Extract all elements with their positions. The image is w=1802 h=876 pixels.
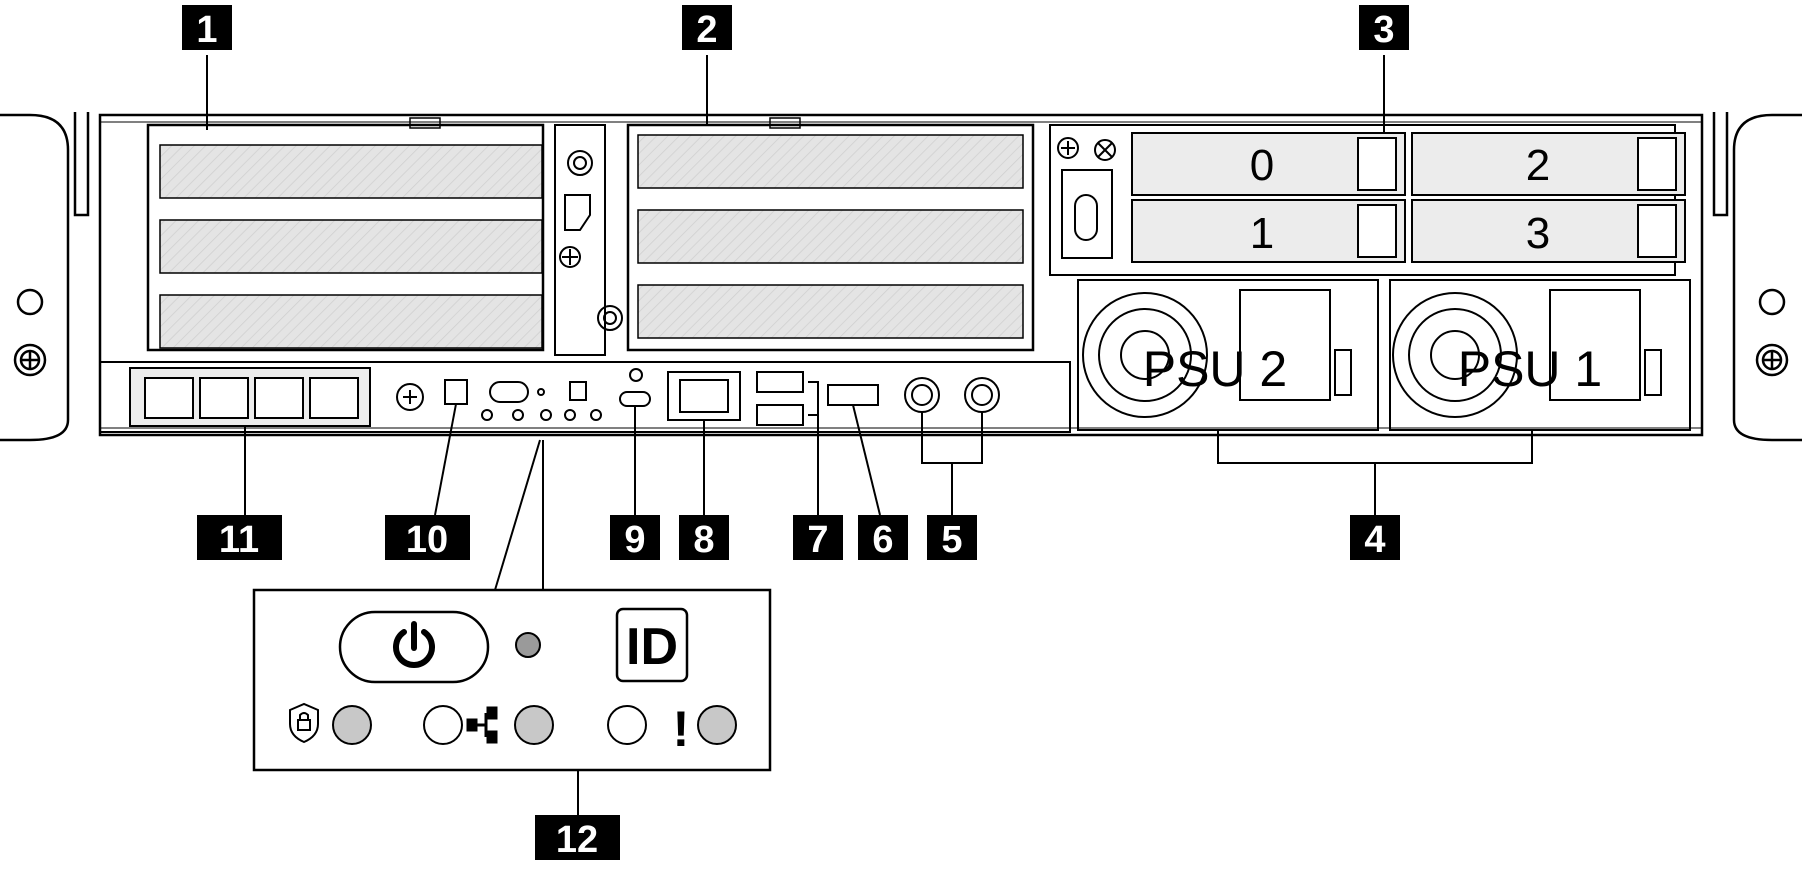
riser2-slot-1	[637, 134, 1024, 189]
network-icon	[466, 706, 498, 744]
round-connector-1	[904, 377, 940, 413]
drive-bay-2-label: 2	[1526, 141, 1550, 190]
right-thumbscrew-icon	[1755, 343, 1789, 377]
rj45-port-4	[309, 377, 359, 419]
pcie-riser-1	[146, 117, 545, 352]
inset-power-button	[338, 610, 490, 684]
svg-text:10: 10	[406, 519, 448, 561]
network-activity-led	[514, 705, 554, 745]
svg-text:1: 1	[196, 9, 217, 51]
riser1-slot-3	[159, 294, 543, 349]
system-error-led-left	[607, 705, 647, 745]
psu2-fan-icon	[1082, 292, 1208, 418]
riser2-slot-3	[637, 284, 1024, 339]
drive-cage: 0 2 1 3	[1049, 124, 1686, 276]
led-panel-inset: ID !	[252, 588, 772, 772]
pcie-riser-2	[626, 117, 1035, 352]
drive-bays	[1131, 132, 1686, 263]
rj45-port-1	[144, 377, 194, 419]
power-led-indicator	[515, 632, 541, 658]
callout-3: 3	[1359, 5, 1409, 51]
psu1-fan-icon	[1392, 292, 1518, 418]
callout-4: 4	[1350, 515, 1400, 561]
riser2-slot-2	[637, 209, 1024, 264]
left-thumbscrew-icon	[13, 343, 47, 377]
rj45-port-2	[199, 377, 249, 419]
svg-text:4: 4	[1364, 519, 1385, 561]
leader-lines	[206, 55, 1533, 815]
callout-5: 5	[927, 515, 977, 561]
id-button-label: ID	[626, 618, 678, 676]
psu-2	[1077, 279, 1379, 431]
riser1-slot-1	[159, 144, 543, 199]
drive-bay-1-label: 1	[1250, 209, 1274, 258]
system-error-led	[697, 705, 737, 745]
middle-bracket	[554, 124, 623, 356]
psu-2-label: PSU 2	[1143, 341, 1288, 397]
usb-port-upper	[756, 371, 804, 393]
svg-text:6: 6	[872, 519, 893, 561]
psu-1	[1389, 279, 1691, 431]
callout-7: 7	[793, 515, 843, 561]
callout-2: 2	[682, 5, 732, 51]
usb-port-lower	[756, 404, 804, 426]
svg-text:9: 9	[624, 519, 645, 561]
callout-8: 8	[679, 515, 729, 561]
callout-12: 12	[535, 815, 620, 861]
round-connector-2	[964, 377, 1000, 413]
callout-6: 6	[858, 515, 908, 561]
io-thumbscrew-icon	[396, 383, 424, 411]
drive-cage-screws	[1057, 137, 1116, 259]
callout-9: 9	[610, 515, 660, 561]
chassis	[98, 113, 1704, 437]
network-activity-led-left	[423, 705, 463, 745]
usb-c-port	[619, 391, 651, 407]
right-rack-ear	[1712, 112, 1802, 442]
inset-id-button	[615, 607, 689, 683]
power-icon	[393, 621, 435, 668]
riser1-slot-2	[159, 219, 543, 274]
svg-text:5: 5	[941, 519, 962, 561]
management-usb-port	[444, 379, 468, 405]
ocp-ethernet-card	[129, 367, 371, 427]
security-led-icon	[289, 702, 319, 744]
svg-text:8: 8	[693, 519, 714, 561]
io-strip	[99, 361, 1071, 433]
drive-bay-0-label: 0	[1250, 141, 1274, 190]
svg-text:2: 2	[696, 9, 717, 51]
left-rack-ear	[0, 112, 90, 442]
fault-symbol: !	[673, 701, 690, 757]
svg-text:7: 7	[807, 519, 828, 561]
security-led	[332, 705, 372, 745]
callout-10: 10	[385, 515, 470, 561]
callout-11: 11	[197, 515, 282, 561]
callout-1: 1	[182, 5, 232, 51]
svg-text:12: 12	[556, 819, 598, 861]
psu-1-label: PSU 1	[1458, 341, 1603, 397]
rear-power-button	[489, 381, 529, 403]
svg-text:3: 3	[1373, 9, 1394, 51]
usb-port-single	[827, 384, 879, 406]
drive-bay-3-label: 3	[1526, 209, 1550, 258]
rj45-port-3	[254, 377, 304, 419]
rear-id-button	[569, 381, 587, 401]
svg-text:11: 11	[219, 519, 259, 561]
